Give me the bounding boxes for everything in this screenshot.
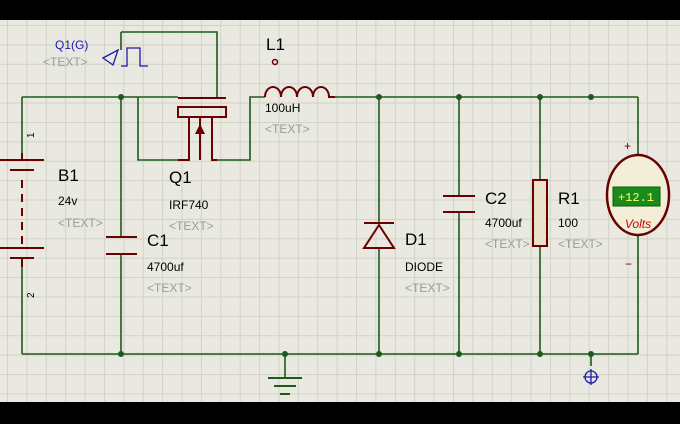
schematic-canvas[interactable]: Q1(G) <TEXT> 1 2 B1 24v <TEXT> C1 4700uf… — [0, 20, 680, 402]
l1-ref: L1 — [266, 35, 285, 54]
probe-marker-icon[interactable] — [583, 369, 599, 385]
voltmeter-reading: +12.1 — [618, 191, 654, 205]
q1-ref: Q1 — [169, 168, 192, 187]
capacitor-c2[interactable]: C2 4700uf <TEXT> — [443, 189, 530, 251]
voltmeter-minus: − — [625, 257, 632, 271]
resistor-r1[interactable]: R1 100 <TEXT> — [532, 179, 603, 251]
c2-ref: C2 — [485, 189, 507, 208]
probe-name: Q1(G) — [55, 38, 88, 52]
battery-b1[interactable]: 1 2 B1 24v <TEXT> — [0, 132, 103, 298]
diode-d1[interactable]: D1 DIODE <TEXT> — [362, 222, 450, 295]
d1-text: <TEXT> — [405, 281, 450, 295]
c1-text: <TEXT> — [147, 281, 192, 295]
wire-network — [21, 31, 639, 378]
capacitor-c1[interactable]: C1 4700uf <TEXT> — [106, 231, 192, 295]
c1-value: 4700uf — [147, 260, 184, 274]
voltmeter-plus: + — [624, 139, 631, 153]
r1-ref: R1 — [558, 189, 580, 208]
probe-text: <TEXT> — [43, 55, 88, 69]
junction-nodes — [118, 94, 594, 357]
ground-symbol[interactable] — [268, 377, 302, 395]
r1-value: 100 — [558, 216, 578, 230]
c2-text: <TEXT> — [485, 237, 530, 251]
battery-value: 24v — [58, 194, 77, 208]
battery-ref: B1 — [58, 166, 79, 185]
l1-value: 100uH — [265, 101, 300, 115]
battery-text: <TEXT> — [58, 216, 103, 230]
d1-value: DIODE — [405, 260, 443, 274]
q1-value: IRF740 — [169, 198, 209, 212]
inductor-l1[interactable]: L1 100uH <TEXT> — [264, 35, 335, 136]
mosfet-q1[interactable]: Q1 IRF740 <TEXT> — [169, 97, 227, 233]
battery-pin-top: 1 — [26, 132, 37, 138]
c2-value: 4700uf — [485, 216, 522, 230]
q1-text: <TEXT> — [169, 219, 214, 233]
d1-ref: D1 — [405, 230, 427, 249]
voltmeter-unit: Volts — [625, 217, 651, 231]
gate-probe[interactable]: Q1(G) <TEXT> — [43, 38, 148, 69]
voltmeter[interactable]: + +12.1 Volts − — [605, 139, 671, 271]
battery-pin-bottom: 2 — [26, 292, 37, 298]
c1-ref: C1 — [147, 231, 169, 250]
r1-text: <TEXT> — [558, 237, 603, 251]
l1-text: <TEXT> — [265, 122, 310, 136]
